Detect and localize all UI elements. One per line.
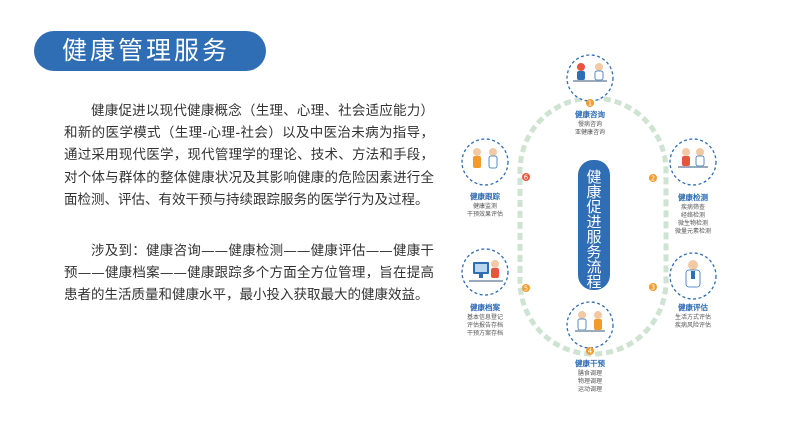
step-6-badge	[522, 173, 530, 181]
step-4-number: 4	[588, 348, 593, 356]
step-consult-title: 健康咨询	[575, 109, 605, 119]
step-6-number: 6	[524, 174, 529, 182]
step-track-image	[461, 138, 509, 186]
intro-paragraph: 健康促进以现代健康概念（生理、心理、社会适应能力）和新的医学模式（生理-心理-社…	[64, 103, 434, 208]
center-label-char: 进	[586, 213, 601, 231]
doctor-icon	[685, 260, 701, 288]
center-label	[578, 160, 610, 290]
center-label-char: 健	[586, 168, 601, 186]
step-4-badge	[586, 347, 594, 355]
step-detect-line: 疾病筛查	[681, 203, 705, 211]
scope-paragraph: 涉及到：健康咨询——健康检测——健康评估——健康干预——健康档案——健康跟踪多个…	[64, 243, 434, 304]
center-label-char: 服	[586, 228, 601, 246]
center-label-char: 务	[586, 243, 601, 261]
center-label-char: 流	[586, 258, 601, 276]
step-5-number: 5	[524, 285, 528, 293]
page-title: 健康管理服务	[34, 31, 266, 71]
step-detect-line: 微生物检测	[678, 219, 708, 227]
step-intervene-line: 物理调理	[578, 377, 602, 385]
step-2-badge	[649, 174, 657, 182]
step-2-number: 2	[651, 175, 655, 183]
step-detect-title: 健康检测	[678, 192, 708, 202]
step-track-line: 干预效果评估	[467, 210, 503, 218]
step-record-line: 评估报告存档	[467, 321, 503, 329]
health-check-icon	[678, 148, 708, 168]
step-3-badge	[649, 283, 657, 291]
step-detect-line: 微量元素检测	[675, 227, 711, 235]
step-intervene-line: 运动调理	[578, 385, 602, 393]
center-label-char: 康	[586, 183, 601, 201]
intervention-icon	[575, 311, 605, 332]
step-assess-line: 生活方式评估	[675, 313, 711, 321]
step-1-number: 1	[588, 100, 592, 108]
step-record: 5 健康档案 基本信息登记 评估报告存档 干预方案存档	[461, 248, 530, 337]
computer-record-icon	[469, 260, 503, 282]
center-label-char: 程	[586, 273, 601, 291]
step-track: 6 健康跟踪 健康监测 干预效果评估	[461, 138, 530, 218]
step-track-line: 健康监测	[473, 202, 497, 210]
step-intervene-image	[566, 301, 614, 349]
patient-visit-icon	[473, 148, 498, 169]
step-5-badge	[522, 284, 530, 292]
center-label-text: 健康促进服务流程	[586, 168, 601, 291]
step-track-title: 健康跟踪	[470, 191, 500, 201]
step-intervene-line: 膳食调理	[578, 369, 602, 377]
service-flow-diagram: 健康促进服务流程 1 健康咨询 慢病咨询 亚健康咨询 2 健康检测 疾病筛查 经…	[461, 54, 717, 393]
step-intervene-title: 健康干预	[575, 358, 605, 368]
step-1-badge	[586, 99, 594, 107]
step-consult: 1 健康咨询 慢病咨询 亚健康咨询	[566, 54, 614, 136]
center-label-char: 促	[586, 198, 601, 216]
step-intervene: 4 健康干预 膳食调理 物理调理 运动调理	[566, 301, 614, 393]
doctor-consult-icon	[573, 63, 607, 82]
step-detect-image	[669, 138, 717, 186]
step-detect: 2 健康检测 疾病筛查 经络检测 微生物检测 微量元素检测	[649, 138, 717, 235]
step-assess-title: 健康评估	[678, 302, 708, 312]
step-assess: 3 健康评估 生活方式评估 疾病风险评估	[649, 252, 717, 329]
step-3-number: 3	[651, 284, 655, 292]
step-consult-line: 慢病咨询	[578, 120, 602, 128]
step-record-title: 健康档案	[470, 302, 500, 312]
step-assess-line: 疾病风险评估	[675, 321, 711, 329]
step-record-line: 干预方案存档	[467, 329, 503, 337]
step-consult-line: 亚健康咨询	[575, 128, 605, 136]
step-record-line: 基本信息登记	[467, 313, 503, 321]
step-detect-line: 经络检测	[681, 211, 705, 219]
step-consult-image	[566, 54, 614, 102]
